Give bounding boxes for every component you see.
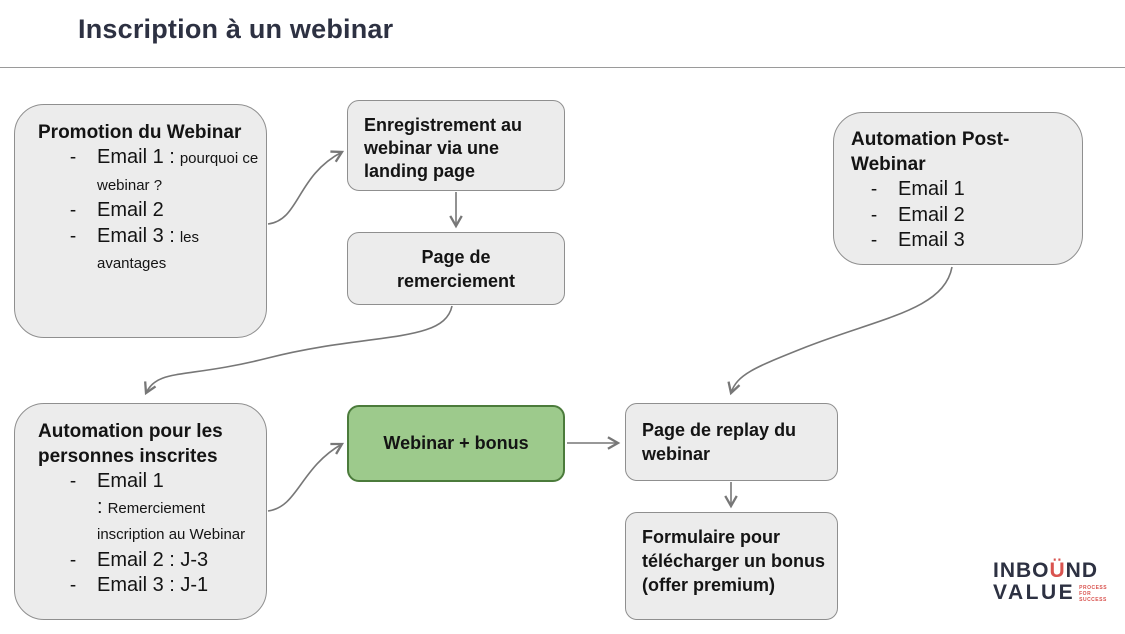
bullet-dash: - — [870, 179, 878, 200]
node-heading: Promotion du Webinar — [38, 122, 242, 143]
list-item: - Email 3 :les avantages — [15, 224, 266, 277]
list-item: - Email 3 — [834, 228, 1082, 254]
node-label: Webinar + bonus — [383, 433, 529, 453]
logo-wordmark-line2: VALUE PROCESS FOR SUCCESS — [993, 581, 1108, 604]
node-page-replay: Page de replay du webinar — [625, 403, 838, 481]
list-item: - Email 2 — [834, 203, 1082, 229]
node-automation-inscrites: Automation pour les personnes inscrites … — [14, 403, 267, 620]
list-item: - Email 2 : J-3 — [15, 548, 266, 574]
magnet-u-icon: Ü — [1049, 559, 1066, 582]
node-webinar-bonus: Webinar + bonus — [347, 405, 565, 482]
list-item: - Email 1 :Remerciement inscription au W… — [15, 469, 266, 548]
node-label: Page de replay du webinar — [642, 420, 797, 464]
edge-promotion-enregistrement — [267, 150, 345, 225]
bullet-dash: - — [69, 471, 77, 492]
node-heading: Automation Post-Webinar — [851, 129, 1010, 175]
node-label: Page de remerciement — [396, 246, 516, 291]
bullet-dash: - — [69, 549, 77, 571]
node-remerciement: Page de remerciement — [347, 232, 565, 305]
bullet-dash: - — [870, 230, 878, 251]
list-item: - Email 3 : J-1 — [15, 573, 266, 599]
bullet-dash: - — [69, 575, 77, 596]
bullet-dash: - — [870, 204, 878, 226]
node-promotion-webinar: Promotion du Webinar - Email 1 :pourquoi… — [14, 104, 267, 338]
bullet-dash: - — [69, 200, 77, 221]
logo-tagline: PROCESS FOR SUCCESS — [1079, 585, 1108, 603]
title-divider — [0, 67, 1125, 68]
bullet-dash: - — [69, 147, 77, 168]
node-enregistrement: Enregistrement au webinar via une landin… — [347, 100, 565, 191]
inbound-value-logo: INBOÜND VALUE PROCESS FOR SUCCESS — [993, 560, 1107, 604]
node-label: Enregistrement au webinar via une landin… — [364, 115, 523, 181]
edge-automation-bonus — [267, 442, 345, 512]
list-item: - Email 1 :pourquoi ce webinar ? — [15, 145, 266, 198]
node-automation-post-webinar: Automation Post-Webinar - Email 1 - Emai… — [833, 112, 1083, 265]
list-item: - Email 1 — [834, 177, 1082, 203]
edge-postwebinar-replay — [727, 266, 953, 396]
node-heading: Automation pour les personnes inscrites — [38, 421, 223, 467]
list-item: - Email 2 — [15, 198, 266, 224]
node-label: Formulaire pour télécharger un bonus (of… — [642, 527, 826, 595]
page-title: Inscription à un webinar — [78, 14, 394, 44]
logo-wordmark-line1: INBOÜND — [993, 559, 1099, 582]
node-formulaire-bonus: Formulaire pour télécharger un bonus (of… — [625, 512, 838, 620]
bullet-dash: - — [69, 225, 77, 247]
